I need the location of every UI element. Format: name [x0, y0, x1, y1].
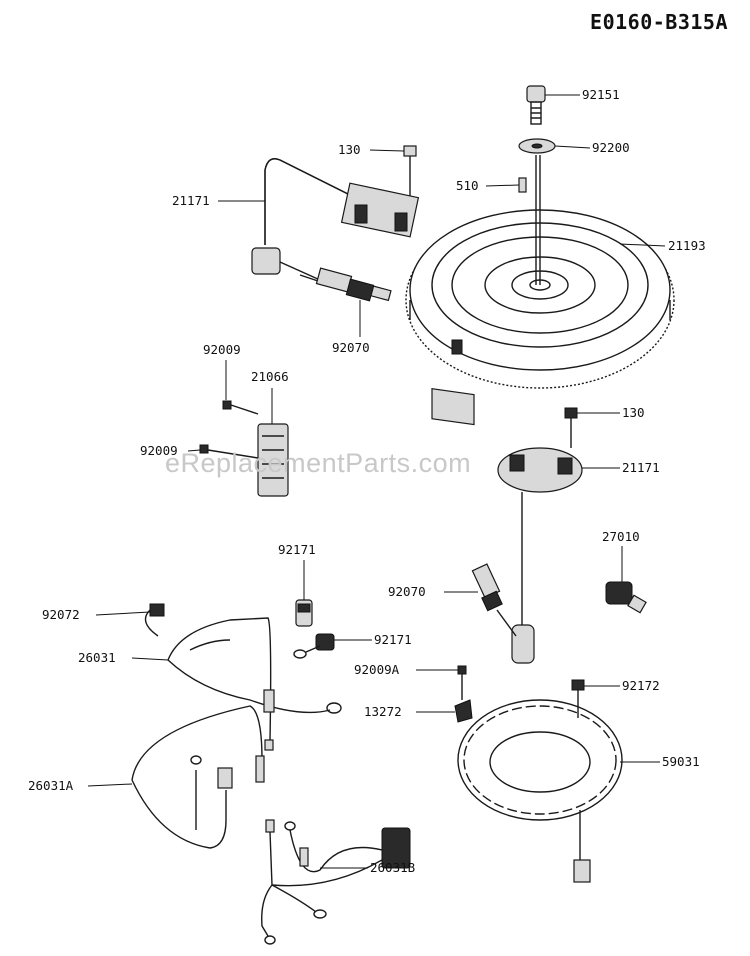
ignition-coil-top — [251, 158, 420, 281]
flywheel-washer — [518, 138, 556, 154]
label-92009-b: 92009 — [140, 443, 178, 458]
terminal-mid — [293, 633, 335, 659]
regulator-screw-a — [222, 400, 259, 415]
label-26031A: 26031A — [28, 778, 74, 793]
label-21193: 21193 — [668, 238, 706, 253]
regulator-screw-b — [199, 444, 259, 459]
lead-92072 — [144, 603, 165, 637]
label-92070-mid: 92070 — [388, 584, 426, 599]
coil-bolt-mid — [564, 407, 578, 448]
oil-switch — [605, 581, 647, 614]
plate-13272 — [454, 699, 473, 723]
coil-bolt-top — [403, 145, 417, 196]
label-92009-a: 92009 — [203, 342, 241, 357]
label-13272: 13272 — [364, 704, 402, 719]
label-26031: 26031 — [78, 650, 116, 665]
label-27010: 27010 — [602, 529, 640, 544]
label-92070-top: 92070 — [332, 340, 370, 355]
harness-26031B — [261, 819, 411, 945]
label-92171-top: 92171 — [278, 542, 316, 557]
stator-bolt — [571, 679, 585, 718]
label-59031: 59031 — [662, 754, 700, 769]
label-21171-mid: 21171 — [622, 460, 660, 475]
ignition-coil-mid — [497, 447, 583, 664]
watermark: eReplacementParts.com — [165, 448, 472, 478]
label-92009A: 92009A — [354, 662, 400, 677]
label-130-top: 130 — [338, 142, 361, 157]
harness-26031 — [167, 617, 342, 751]
flywheel — [405, 209, 675, 426]
flywheel-bolt — [526, 85, 546, 125]
regulator — [257, 423, 289, 497]
spark-plug-mid — [471, 563, 517, 637]
screw-92009A — [457, 665, 467, 700]
stator — [457, 699, 623, 883]
label-92172: 92172 — [622, 678, 660, 693]
terminal-top — [295, 599, 313, 627]
label-21066: 21066 — [251, 369, 289, 384]
label-92200: 92200 — [592, 140, 630, 155]
diagram-code: E0160-B315A — [590, 10, 728, 34]
label-130-mid: 130 — [622, 405, 645, 420]
harness-26031A — [131, 705, 265, 849]
label-92151: 92151 — [582, 87, 620, 102]
label-26031B: 26031B — [370, 860, 416, 875]
label-21171-top: 21171 — [172, 193, 210, 208]
label-92171-mid: 92171 — [374, 632, 412, 647]
spark-plug-top — [299, 267, 392, 302]
label-92072: 92072 — [42, 607, 80, 622]
label-510: 510 — [456, 178, 479, 193]
leader-lines — [87, 94, 666, 869]
